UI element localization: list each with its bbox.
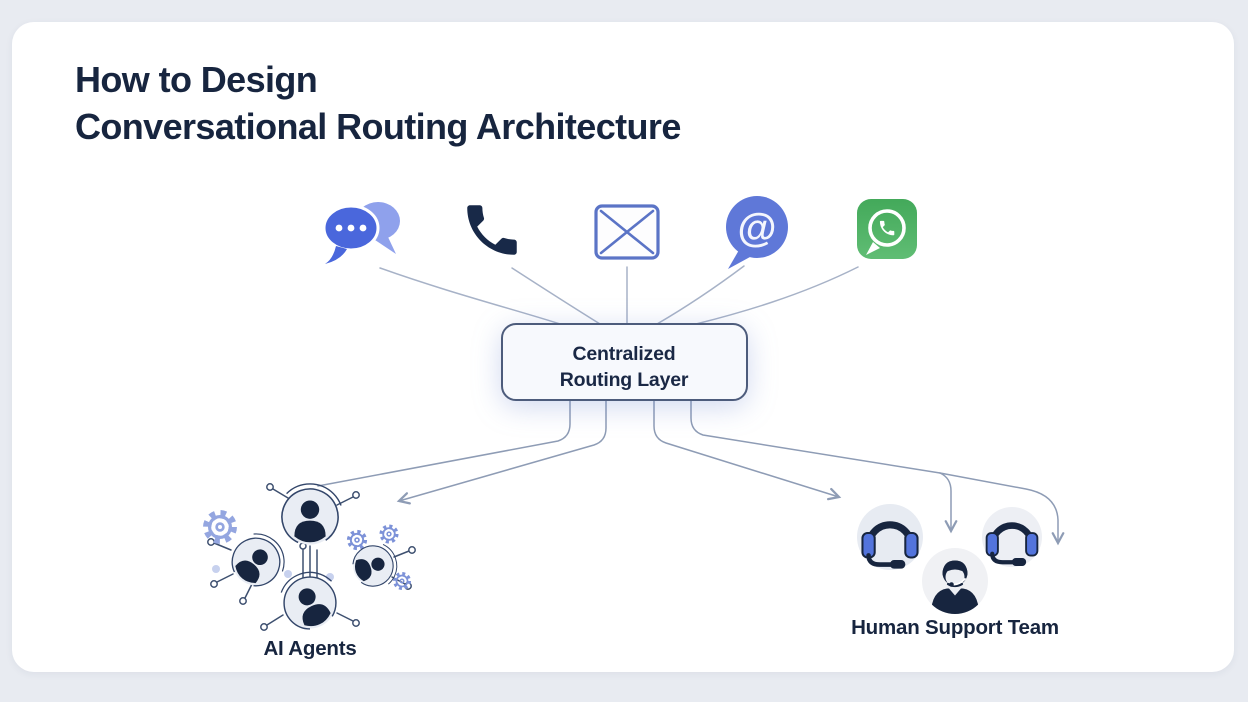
gear-icon bbox=[207, 514, 233, 540]
arrow-to-ai-1 bbox=[317, 399, 571, 487]
connector-phone bbox=[511, 267, 601, 325]
arrow-to-human-2 bbox=[939, 472, 958, 534]
channel-connector-lines bbox=[379, 265, 859, 325]
arrow-to-human-1 bbox=[653, 399, 842, 501]
email-envelope-icon bbox=[594, 204, 660, 260]
arrow-to-ai-2 bbox=[396, 399, 607, 505]
support-agent-icon bbox=[931, 560, 979, 614]
gear-icon bbox=[349, 532, 364, 547]
routing-arrows bbox=[317, 399, 1065, 546]
centralized-routing-layer-box: Centralized Routing Layer bbox=[501, 323, 748, 401]
title-line-1: How to Design bbox=[75, 59, 318, 100]
ai-agent-avatar bbox=[329, 522, 417, 610]
human-support-label: Human Support Team bbox=[851, 616, 1059, 639]
ai-agents-label: AI Agents bbox=[263, 637, 356, 660]
router-label-line-1: Centralized bbox=[573, 343, 676, 365]
phone-icon bbox=[467, 205, 517, 255]
decorative-dots bbox=[212, 565, 334, 581]
arrow-to-human-3 bbox=[939, 472, 1065, 546]
gear-icon bbox=[382, 527, 396, 541]
connector-whatsapp bbox=[695, 266, 859, 325]
ai-agents-cluster: AI Agents bbox=[199, 469, 417, 662]
title-line-2: Conversational Routing Architecture bbox=[75, 106, 681, 147]
at-symbol: @ bbox=[737, 206, 776, 250]
connector-mention bbox=[656, 265, 745, 325]
page-title: How to Design Conversational Routing Arc… bbox=[75, 56, 681, 150]
channel-icons-row: @ bbox=[322, 196, 917, 269]
arrow-to-human-base bbox=[690, 399, 941, 474]
whatsapp-icon bbox=[857, 199, 917, 259]
at-mention-bubble-icon: @ bbox=[726, 196, 788, 269]
human-support-cluster: Human Support Team bbox=[851, 504, 1059, 639]
router-label-line-2: Routing Layer bbox=[560, 369, 689, 391]
connector-chat bbox=[379, 267, 561, 325]
chat-bubbles-icon bbox=[322, 202, 400, 264]
